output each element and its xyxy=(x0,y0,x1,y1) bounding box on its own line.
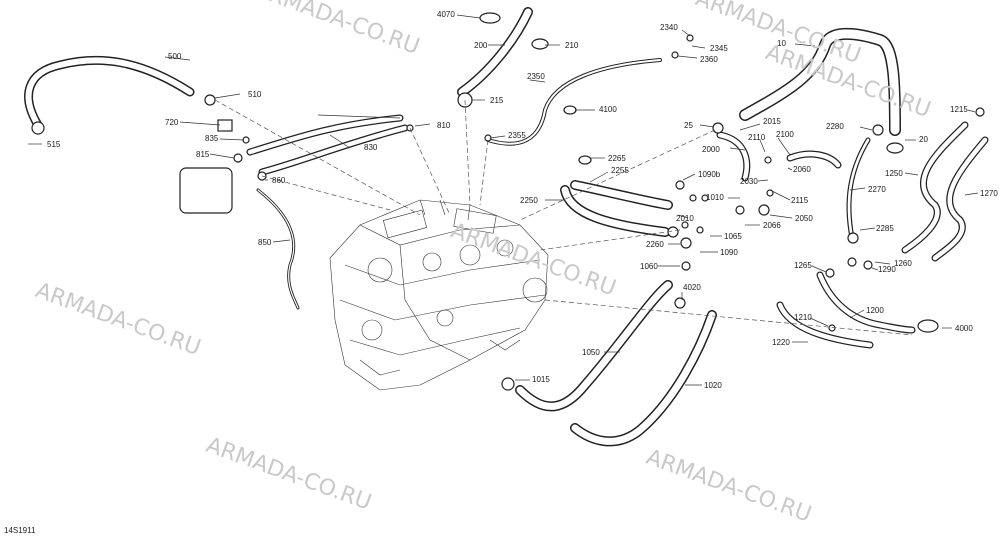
part-label: 2050 xyxy=(795,214,813,223)
assembly-lines xyxy=(214,99,913,336)
part-label: 2360 xyxy=(700,55,718,64)
watermark: ARMADA-CO.RU xyxy=(251,0,423,60)
part-label: 2270 xyxy=(868,185,886,194)
part-label: 4070 xyxy=(437,10,455,19)
part-label: 1210 xyxy=(794,313,812,322)
part-label: 1090 xyxy=(720,248,738,257)
leader-lines xyxy=(28,14,979,386)
watermark: ARMADA-CO.RU xyxy=(32,278,204,361)
part-label: 500 xyxy=(168,52,182,61)
part-label: 510 xyxy=(248,90,262,99)
part-label: 2100 xyxy=(776,130,794,139)
part-label: 1015 xyxy=(532,375,550,384)
part-label: 2060 xyxy=(793,165,811,174)
part-label: 720 xyxy=(165,118,179,127)
part-label: 860 xyxy=(272,176,286,185)
part-label: 2115 xyxy=(791,196,809,205)
watermark: ARMADA-CO.RU xyxy=(203,433,375,516)
part-label: 1270 xyxy=(980,189,998,198)
part-label: 2250 xyxy=(520,196,538,205)
engine-block xyxy=(329,199,549,391)
part-label: 1215 xyxy=(950,105,968,114)
part-label: 2030 xyxy=(740,177,758,186)
part-label: 1065 xyxy=(724,232,742,241)
part-label: 1010 xyxy=(706,193,724,202)
part-label: 2355 xyxy=(508,131,526,140)
part-label: 2255 xyxy=(611,166,629,175)
part-label: 215 xyxy=(490,96,504,105)
part-label: 2350 xyxy=(527,72,545,81)
part-label: 1265 xyxy=(794,261,812,270)
part-label: 210 xyxy=(565,41,579,50)
part-label: 4000 xyxy=(955,324,973,333)
part-label: 1200 xyxy=(866,306,884,315)
part-label: 1220 xyxy=(772,338,790,347)
part-label: 1020 xyxy=(704,381,722,390)
part-label: 2000 xyxy=(702,145,720,154)
part-label: 20 xyxy=(919,135,928,144)
part-label: 2015 xyxy=(763,117,781,126)
part-label: 2265 xyxy=(608,154,626,163)
part-label: 515 xyxy=(47,140,61,149)
part-label: 2285 xyxy=(876,224,894,233)
part-label: 1090b xyxy=(698,170,721,179)
part-label: 2345 xyxy=(710,44,728,53)
part-label: 1050 xyxy=(582,348,600,357)
part-label: 1290 xyxy=(878,265,896,274)
part-label: 4020 xyxy=(683,283,701,292)
part-label: 2340 xyxy=(660,23,678,32)
part-label: 2066 xyxy=(763,221,781,230)
part-label: 1260 xyxy=(894,259,912,268)
part-labels: 500 510 515 720 835 815 860 830 850 810 … xyxy=(47,10,998,390)
part-label: 830 xyxy=(364,143,378,152)
part-label: 835 xyxy=(205,134,219,143)
part-label: 2280 xyxy=(826,122,844,131)
part-label: 4100 xyxy=(599,105,617,114)
part-label: 1060 xyxy=(640,262,658,271)
part-label: 2110 xyxy=(748,133,766,142)
hoses xyxy=(24,7,989,447)
part-label: 2260 xyxy=(646,240,664,249)
clamps-and-fittings xyxy=(31,12,985,391)
part-label: 1250 xyxy=(885,169,903,178)
watermark: ARMADA-CO.RU xyxy=(447,218,619,301)
part-label: 810 xyxy=(437,121,451,130)
part-label: 25 xyxy=(684,121,693,130)
diagram-code: 14S1911 xyxy=(4,526,36,535)
part-label: 850 xyxy=(258,238,272,247)
watermark: ARMADA-CO.RU xyxy=(643,445,815,528)
part-label: 10 xyxy=(777,39,786,48)
part-label: 200 xyxy=(474,41,488,50)
part-label: 2010 xyxy=(676,214,694,223)
part-label: 815 xyxy=(196,150,210,159)
